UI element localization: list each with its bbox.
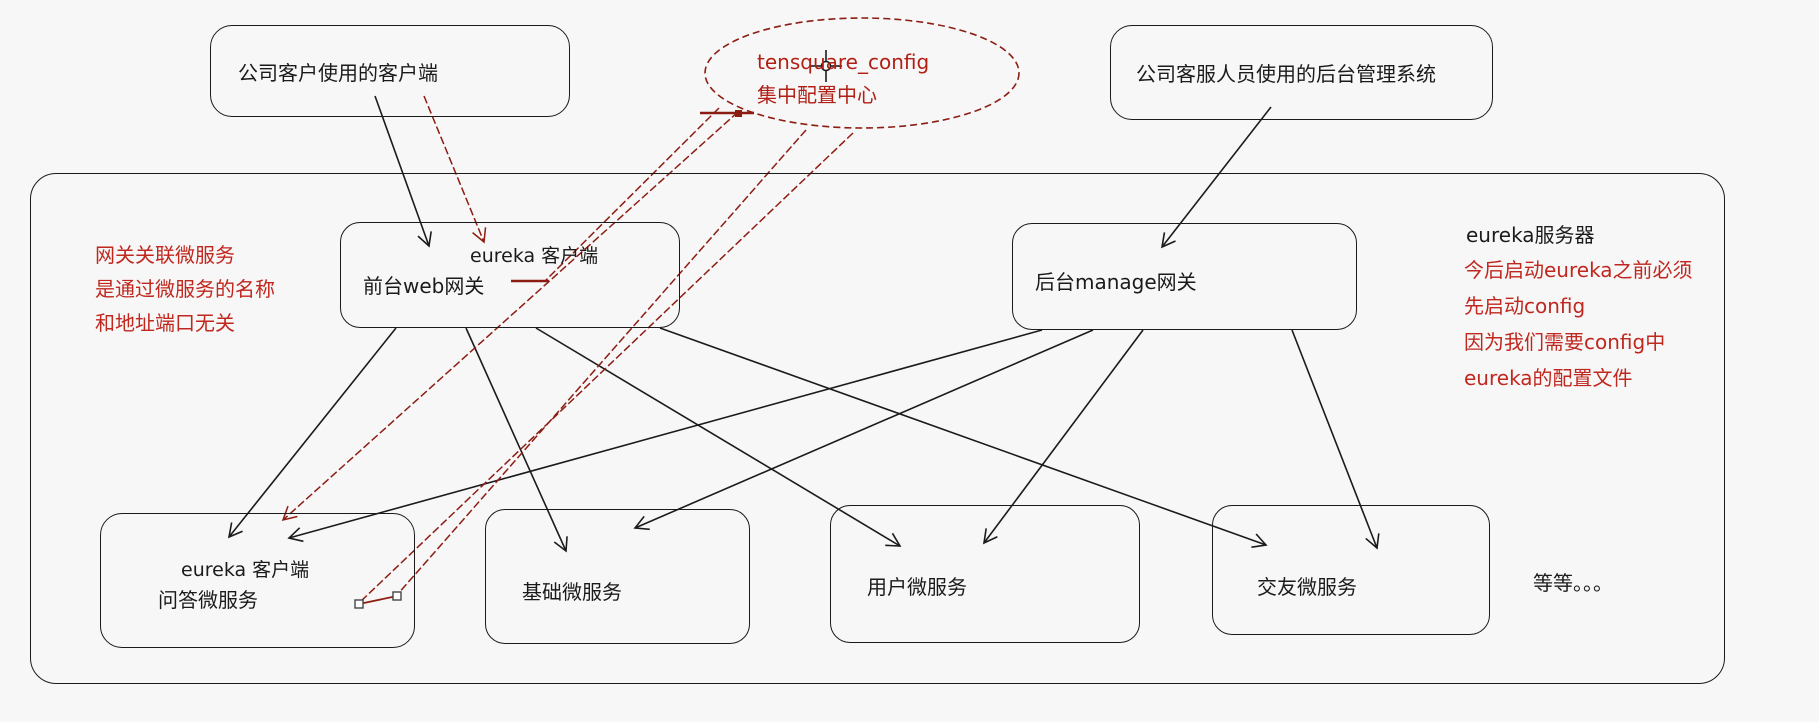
gateway-note-line-1: 网关关联微服务 (95, 243, 235, 267)
config-link-to-qa-service (281, 111, 739, 522)
web-gateway-box (340, 222, 680, 328)
qa-service-box (100, 513, 415, 648)
crosshair-cursor-icon (810, 50, 842, 82)
edge-web-gateway-to-qa-service (227, 327, 397, 539)
eureka-note-line-1: 今后启动eureka之前必须 (1464, 258, 1693, 282)
edge-web-gateway-to-base-service (465, 327, 568, 553)
selection-handle-start[interactable] (354, 599, 364, 609)
config-link-to-qa-service-2 (396, 129, 807, 596)
eureka-note-line-3: 因为我们需要config中 (1464, 330, 1666, 354)
friend-service-label: 交友微服务 (1257, 575, 1357, 599)
eureka-note-line-2: 先启动config (1464, 294, 1586, 318)
config-name: tensquare_config (757, 50, 930, 74)
admin-box: 公司客服人员使用的后台管理系统 (1110, 25, 1493, 120)
eureka-note: 今后启动eureka之前必须 先启动config 因为我们需要config中 e… (1464, 252, 1693, 396)
user-service-box (830, 505, 1140, 643)
manage-gateway-label: 后台manage网关 (1035, 270, 1197, 294)
client-box: 公司客户使用的客户端 (210, 25, 570, 117)
web-gateway-sublabel: eureka 客户端 (470, 245, 599, 267)
friend-service-box (1212, 505, 1490, 635)
manage-gateway-box (1012, 223, 1357, 330)
config-link-client-to-web-gateway (423, 95, 487, 244)
client-box-label: 公司客户使用的客户端 (238, 60, 438, 85)
config-ellipse-text: tensquare_config 集中配置中心 (757, 46, 929, 112)
edge-manage-gateway-to-base-service (633, 329, 1094, 531)
admin-box-label: 公司客服人员使用的后台管理系统 (1136, 62, 1436, 86)
selected-red-segment[interactable] (358, 595, 398, 605)
etc-label: 等等。。。 (1533, 571, 1613, 595)
config-link-to-qa-service-3 (358, 132, 854, 604)
config-subtitle: 集中配置中心 (757, 83, 877, 107)
gateway-note-line-2: 是通过微服务的名称 (95, 277, 275, 301)
qa-service-sublabel: eureka 客户端 (181, 559, 310, 581)
config-link-to-web-gateway (545, 107, 720, 281)
edge-manage-gateway-to-friend-service (1291, 329, 1380, 550)
edge-client-to-web-gateway (374, 95, 432, 248)
gateway-note: 网关关联微服务 是通过微服务的名称 和地址端口无关 (95, 238, 275, 340)
edge-web-gateway-to-friend-service (659, 327, 1268, 548)
config-anchor-marker (735, 110, 742, 117)
config-ellipse-shape (704, 17, 1020, 129)
user-service-label: 用户微服务 (867, 575, 967, 599)
system-container (30, 173, 1725, 684)
base-service-label: 基础微服务 (522, 580, 622, 604)
selection-handle-end[interactable] (392, 591, 402, 601)
edge-manage-gateway-to-qa-service (287, 329, 1043, 543)
edge-manage-gateway-to-user-service (982, 329, 1144, 545)
eureka-note-title: eureka服务器 (1466, 223, 1595, 247)
eureka-note-line-4: eureka的配置文件 (1464, 366, 1633, 390)
web-gateway-label: 前台web网关 (363, 274, 485, 298)
base-service-box (485, 509, 750, 644)
gateway-note-line-3: 和地址端口无关 (95, 311, 235, 335)
qa-service-label: 问答微服务 (158, 588, 258, 612)
